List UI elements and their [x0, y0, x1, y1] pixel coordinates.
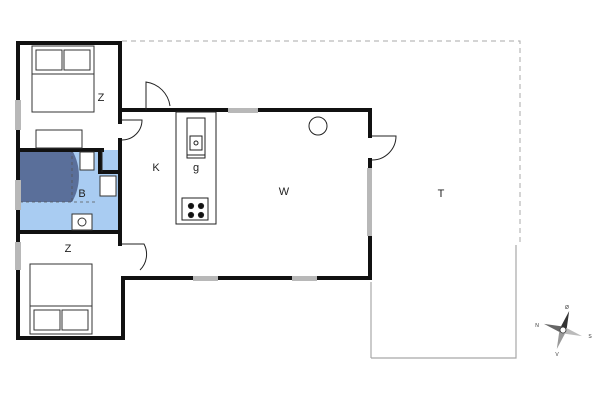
toilet [79, 151, 95, 171]
doors [101, 81, 397, 271]
stove-burner [187, 211, 195, 219]
room-label-bedroom-2: Z [65, 243, 72, 255]
compass-needle-north [561, 310, 570, 330]
bed-bedroom-1 [31, 45, 95, 149]
bathroom-fixtures [71, 151, 117, 231]
kitchen-appliances [187, 135, 205, 219]
windows [15, 100, 372, 281]
room-label-bedroom-1: Z [98, 92, 105, 104]
room-label-terrace: T [438, 188, 445, 200]
room-label-living: W [279, 186, 290, 198]
compass-label-s: S [588, 334, 592, 340]
shower-area [20, 150, 79, 202]
sink [189, 135, 203, 151]
compass-label-e: Ø [565, 305, 569, 311]
room-label-bathroom: B [78, 188, 85, 200]
round-table [308, 116, 328, 136]
stove-burner [187, 202, 195, 210]
terrace-outline [122, 40, 521, 359]
stove-burner [197, 202, 205, 210]
compass-needle-south [556, 330, 565, 350]
compass-rose: N S Ø V [535, 305, 592, 358]
compass-label-w: V [555, 352, 559, 358]
room-label-kitchen: K [152, 162, 160, 174]
bed-bedroom-2 [29, 263, 93, 335]
compass-label-n: N [535, 323, 539, 329]
washbasin [71, 213, 93, 231]
room-label-kitchen-appliance: g [193, 162, 199, 174]
stove-burner [197, 211, 205, 219]
